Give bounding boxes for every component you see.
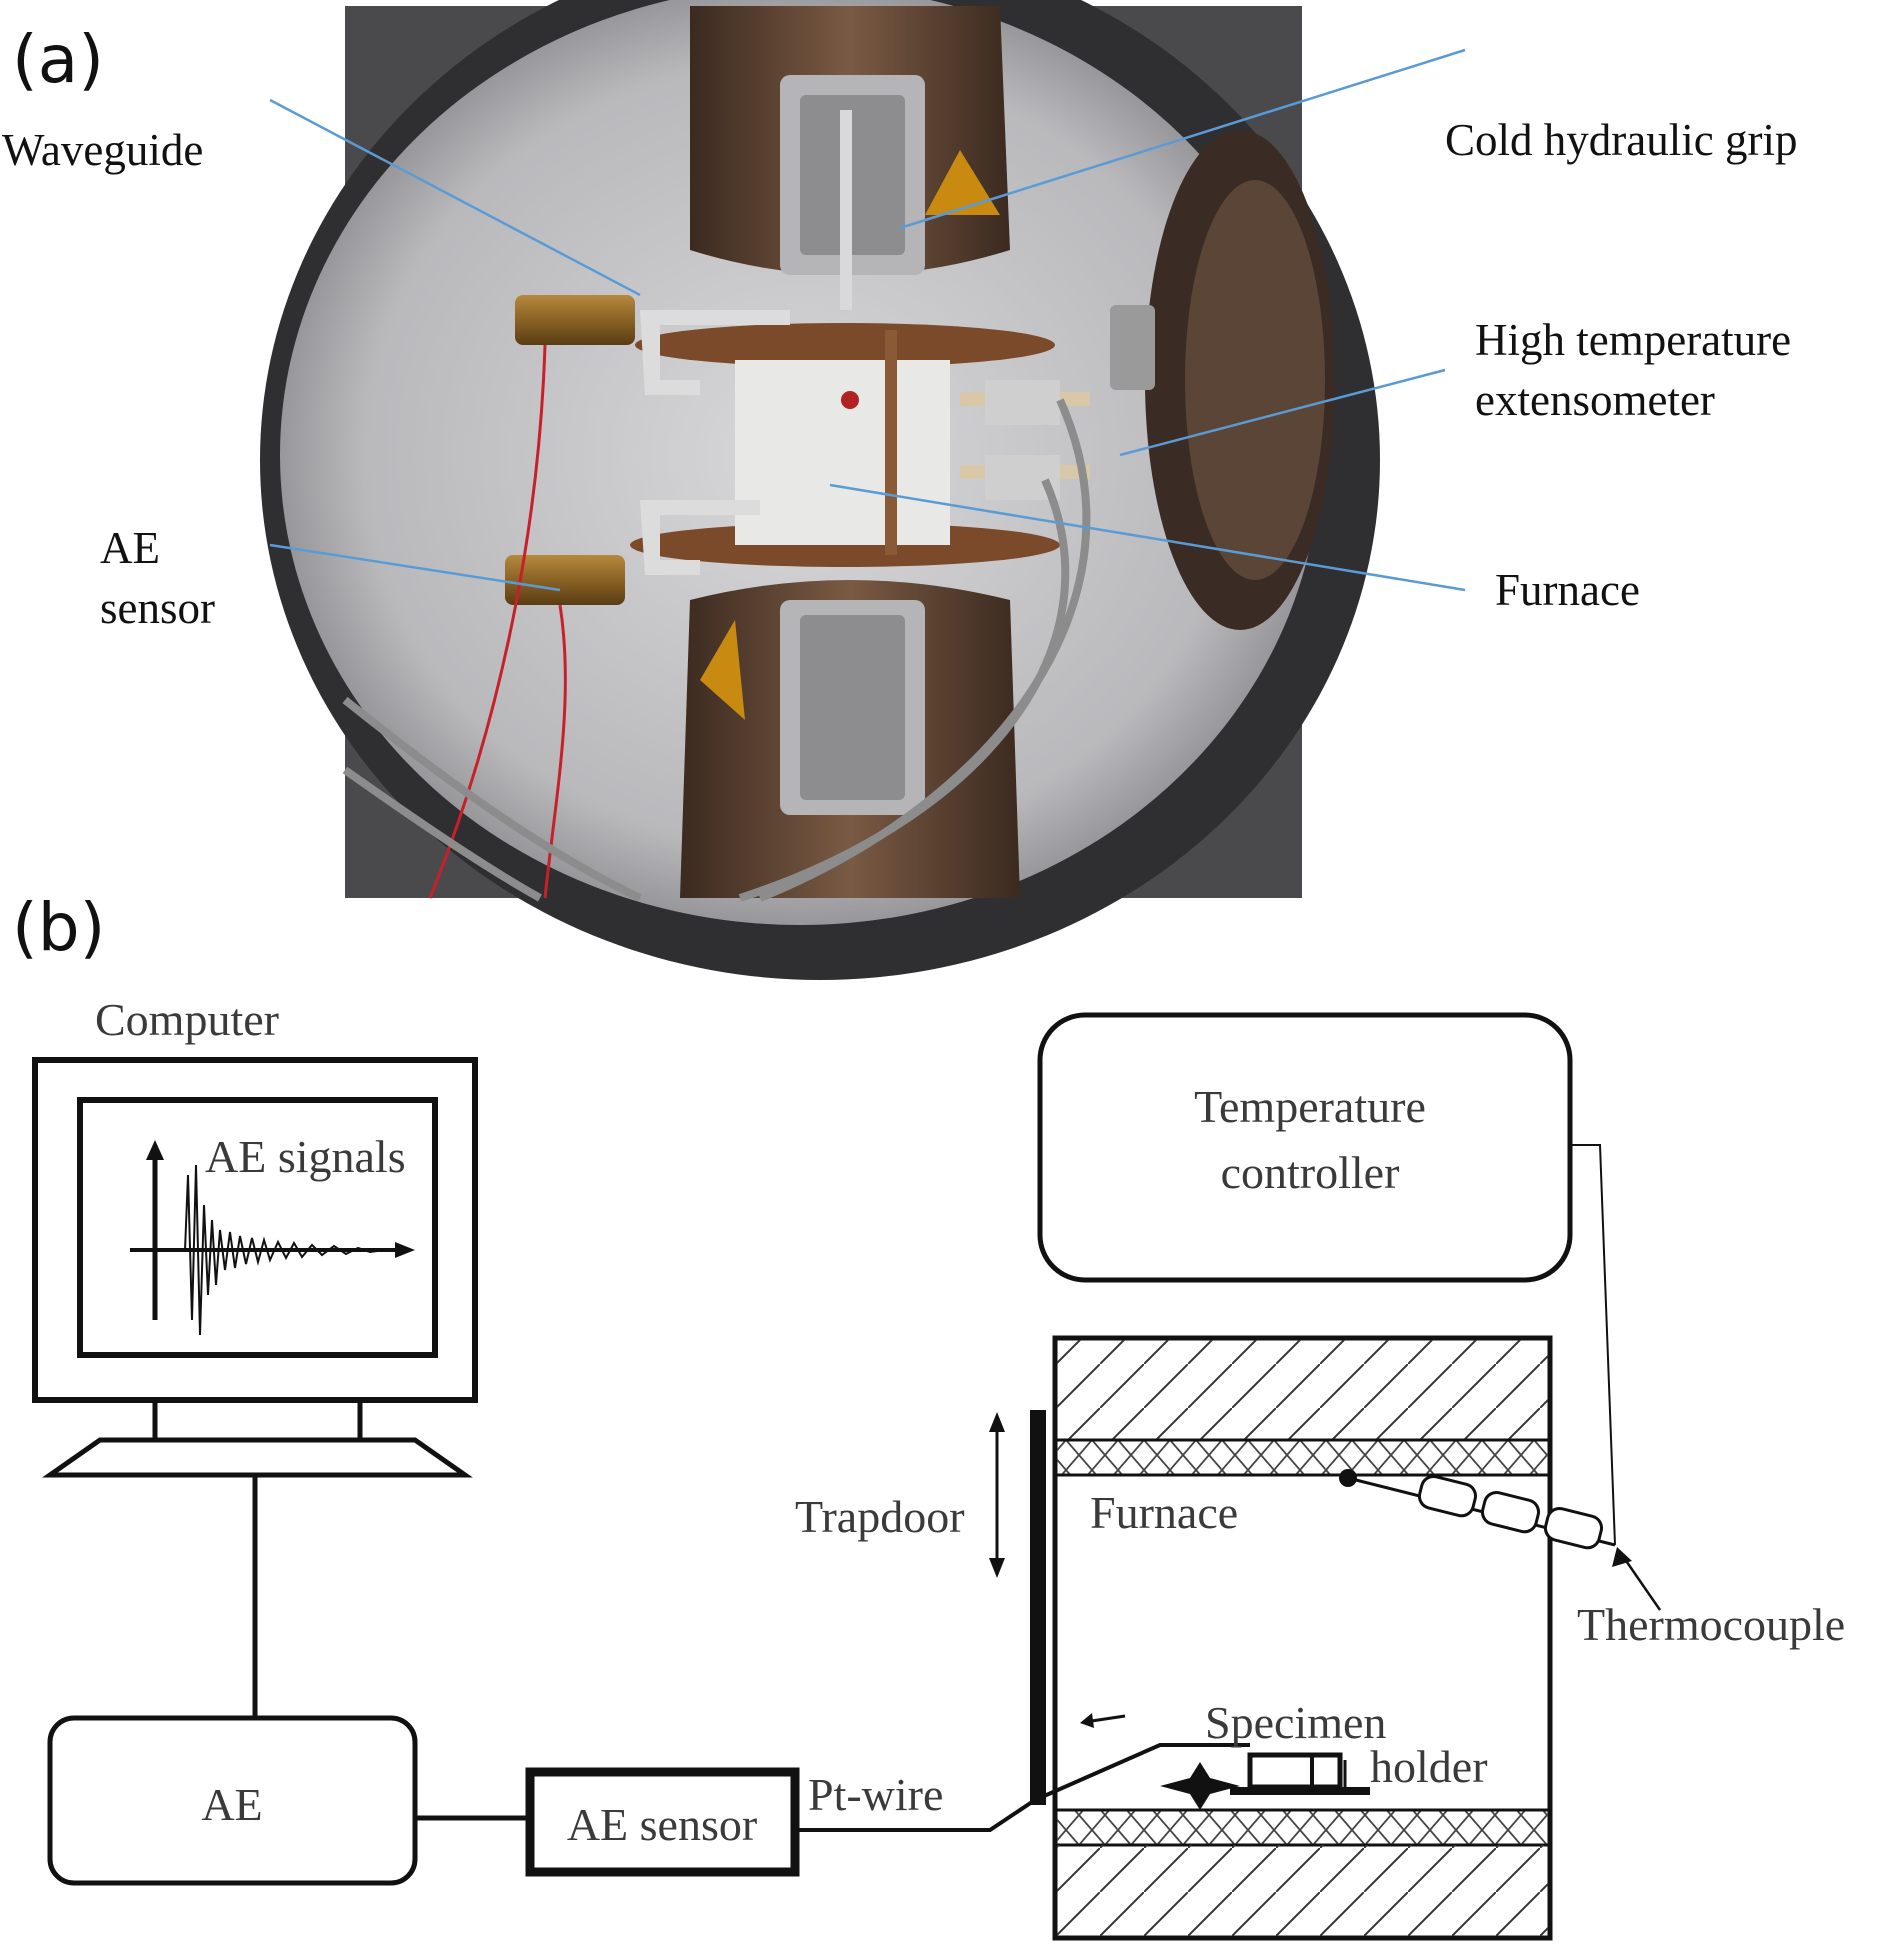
callout-ae-sensor-line2: sensor (100, 583, 215, 633)
leader-ae-sensor (269, 543, 561, 592)
computer: Computer AE signals (32, 994, 478, 1478)
leader-extensometer (1119, 368, 1446, 457)
ae-sensor-box (525, 1767, 800, 1877)
callout-ae-sensor-line1: AE (100, 523, 160, 573)
ae-box (47, 1715, 418, 1886)
furnace-label: Furnace (1090, 1487, 1238, 1538)
specimen-label: Specimen (1205, 1697, 1386, 1748)
ae-sensor-box-label: AE sensor (567, 1799, 757, 1850)
leader-furnace (829, 483, 1466, 592)
thermocouple-label: Thermocouple (1577, 1599, 1845, 1650)
callout-waveguide: Waveguide (2, 125, 203, 175)
holder-label: holder (1370, 1741, 1488, 1792)
computer-label: Computer (95, 994, 279, 1045)
photo-test-rig (260, 0, 1380, 980)
callout-extensometer-line1: High temperature (1475, 315, 1791, 365)
panel-b-label: (b) (12, 889, 105, 966)
callout-extensometer-line2: extensometer (1475, 375, 1715, 425)
temperature-controller (1037, 1012, 1573, 1283)
thermocouple-lead (1570, 1144, 1616, 1546)
leader-waveguide (269, 98, 641, 297)
callout-furnace: Furnace (1495, 565, 1640, 615)
leader-cold-grip (899, 48, 1466, 230)
pt-wire-label: Pt-wire (808, 1769, 943, 1820)
trapdoor-label: Trapdoor (795, 1491, 965, 1542)
ae-signal-waveform (184, 1164, 386, 1336)
trapdoor-panel (1030, 1410, 1046, 1805)
thermocouple-probe (1339, 1469, 1616, 1550)
specimen-holder (1160, 1752, 1370, 1810)
callout-cold-grip: Cold hydraulic grip (1445, 115, 1797, 165)
ae-box-label: AE (201, 1779, 262, 1830)
furnace-cross-section (1052, 1335, 1553, 1941)
temperature-controller-line1: Temperature (1194, 1081, 1426, 1132)
temperature-controller-line2: controller (1221, 1147, 1400, 1198)
panel-a-label: (a) (12, 21, 104, 98)
ae-signals-label: AE signals (205, 1131, 406, 1182)
